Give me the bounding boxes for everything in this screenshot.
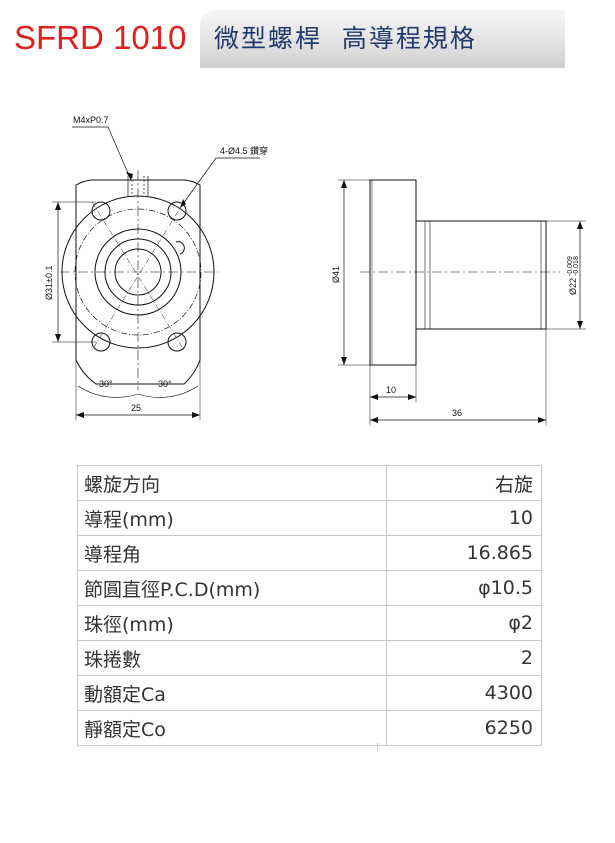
table-row: 螺旋方向右旋 — [77, 465, 542, 501]
technical-drawing: M4xP0.7 4-Ø4.5 鑽穿 Ø31±0.1 30° 30° 25 Ø41… — [0, 90, 615, 440]
spec-value: 4300 — [386, 675, 542, 711]
spec-label: 導程(mm) — [77, 500, 387, 536]
spec-label: 螺旋方向 — [77, 465, 387, 501]
model-number: SFRD 1010 — [14, 19, 187, 56]
side-body — [415, 220, 547, 330]
dia31-label: Ø31±0.1 — [44, 266, 54, 300]
spec-label: 動額定Ca — [77, 675, 387, 711]
mount-hole-tl — [91, 201, 111, 221]
spec-value: 右旋 — [386, 465, 542, 501]
dia22-label: Ø22 — [568, 278, 578, 295]
spec-label: 珠徑(mm) — [77, 605, 387, 641]
angle-left-label: 30° — [99, 379, 113, 389]
spec-label: 靜額定Co — [77, 710, 387, 746]
spec-value: 6250 — [386, 710, 542, 746]
spec-value: φ2 — [386, 605, 542, 641]
angle-right-label: 30° — [158, 379, 172, 389]
table-divider-tick — [377, 743, 378, 751]
title-banner — [200, 10, 565, 68]
dia41-label: Ø41 — [331, 266, 341, 283]
key-bump — [175, 241, 185, 255]
mount-hole-tr — [167, 201, 187, 221]
spec-label: 節圓直徑P.C.D(mm) — [77, 570, 387, 606]
table-row: 節圓直徑P.C.D(mm)φ10.5 — [77, 570, 542, 606]
spec-label: 珠捲數 — [77, 640, 387, 676]
spec-value: 2 — [386, 640, 542, 676]
spec-value: 16.865 — [386, 535, 542, 571]
mount-hole-br — [167, 332, 187, 352]
spec-value: φ10.5 — [386, 570, 542, 606]
side-flange — [369, 179, 417, 366]
header: SFRD 1010 微型螺桿 高導程規格 — [0, 0, 615, 70]
page-title: 微型螺桿 高導程規格 — [214, 24, 477, 53]
table-row: 珠徑(mm)φ2 — [77, 605, 542, 641]
table-row: 導程(mm)10 — [77, 500, 542, 536]
thread-label: M4xP0.7 — [73, 115, 109, 125]
dia22-tol-upper: -0.009 — [567, 256, 574, 276]
spec-label: 導程角 — [77, 535, 387, 571]
hole-label: 4-Ø4.5 鑽穿 — [220, 145, 268, 156]
spec-value: 10 — [386, 500, 542, 536]
dia22-tol-lower: -0.018 — [573, 256, 580, 276]
drawing-svg: M4xP0.7 4-Ø4.5 鑽穿 Ø31±0.1 30° 30° 25 Ø41… — [44, 115, 586, 425]
width-25-label: 25 — [131, 403, 141, 413]
length-36-label: 36 — [452, 408, 462, 418]
flange-10-label: 10 — [386, 385, 396, 395]
